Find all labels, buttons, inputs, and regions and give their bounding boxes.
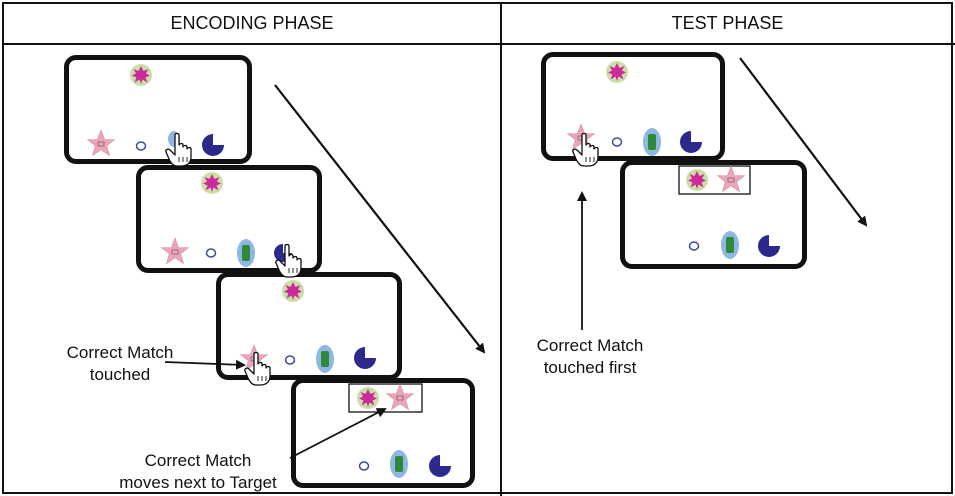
encoding-touched-line1: Correct Match xyxy=(66,343,174,362)
encoding-screen-4 xyxy=(291,378,475,488)
test-touched-line2: touched first xyxy=(543,358,637,377)
test-screen-1 xyxy=(541,52,725,161)
test-touched-line1: Correct Match xyxy=(536,336,644,355)
encoding-touched-label: Correct Match touched xyxy=(40,342,200,386)
encoding-moves-label: Correct Match moves next to Target xyxy=(88,450,308,494)
encoding-phase-title: ENCODING PHASE xyxy=(170,13,334,33)
encoding-touched-line2: touched xyxy=(89,365,151,384)
test-phase-title: TEST PHASE xyxy=(671,13,784,33)
test-screen-2 xyxy=(620,160,807,269)
encoding-moves-line2: moves next to Target xyxy=(119,473,277,492)
panel-divider xyxy=(500,4,502,496)
encoding-screen-3 xyxy=(216,272,402,380)
test-touched-label: Correct Match touched first xyxy=(510,335,670,379)
test-phase-header: TEST PHASE xyxy=(500,4,955,45)
encoding-phase-header: ENCODING PHASE xyxy=(4,4,500,45)
encoding-screen-1 xyxy=(64,55,252,164)
encoding-screen-2 xyxy=(136,165,322,273)
encoding-moves-line1: Correct Match xyxy=(144,451,252,470)
